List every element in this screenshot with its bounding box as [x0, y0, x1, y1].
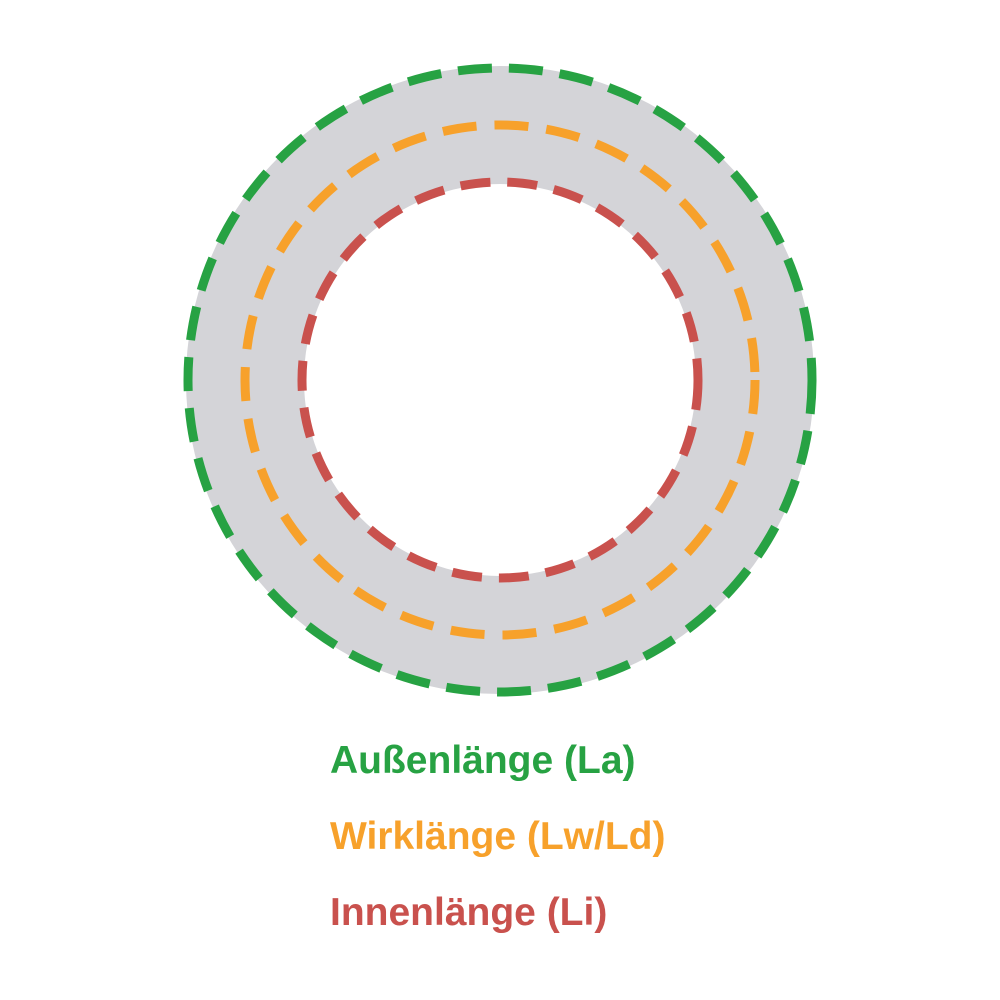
- outer-length-circle: [183, 63, 817, 697]
- effective-length-label: Wirklänge (Lw/Ld): [330, 815, 665, 858]
- outer-length-label: Außenlänge (La): [330, 739, 636, 782]
- inner-length-label: Innenlänge (Li): [330, 891, 607, 934]
- effective-length-circle: [240, 120, 760, 640]
- inner-length-circle: [297, 177, 703, 583]
